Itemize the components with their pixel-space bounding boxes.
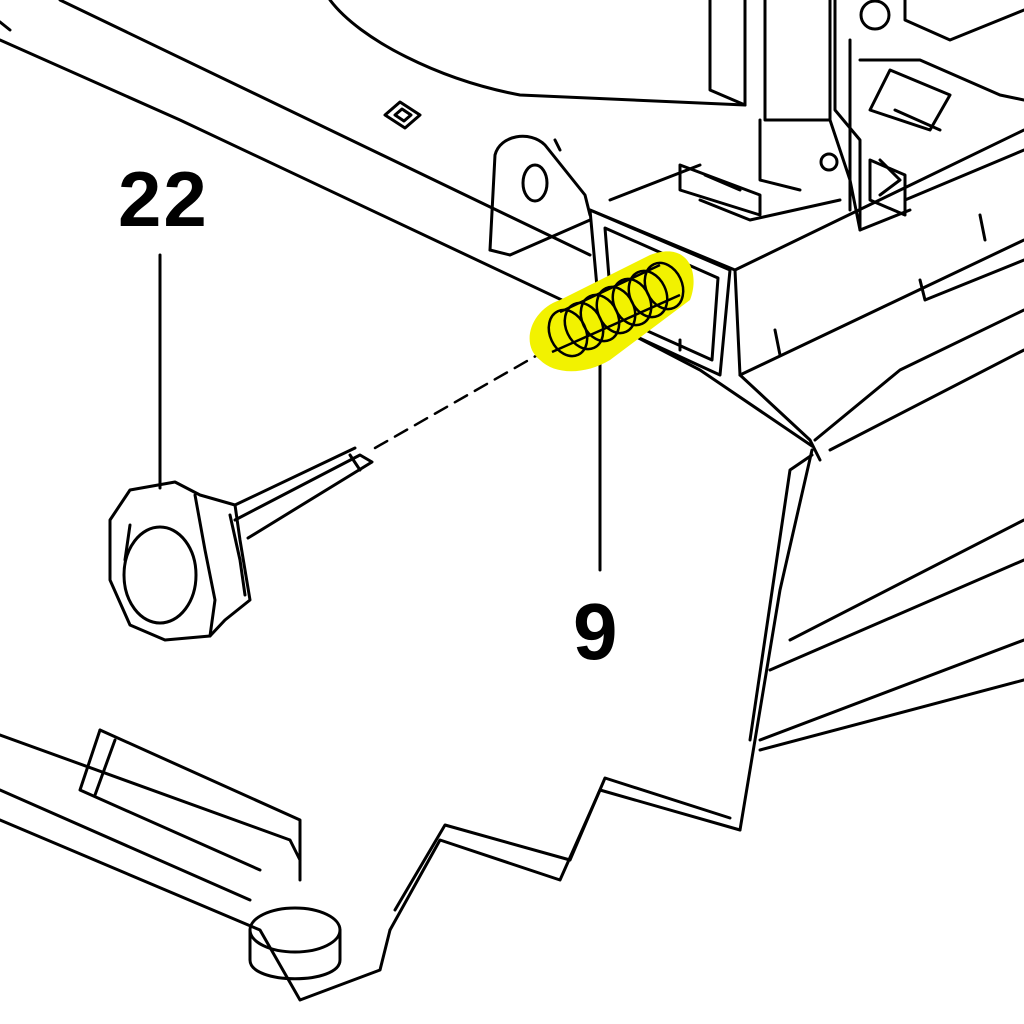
spring-highlight <box>529 251 694 372</box>
coil-spring <box>542 257 691 363</box>
leader-lines <box>160 255 600 570</box>
square-notch <box>385 102 420 128</box>
housing-body <box>0 0 1024 1000</box>
callout-number-9: 9 <box>573 587 620 676</box>
assembly-path-line <box>375 345 555 448</box>
callout-number-22: 22 <box>118 155 209 243</box>
knob-bolt <box>110 448 372 640</box>
mounting-bracket <box>490 136 590 255</box>
bumper-foot <box>250 908 340 979</box>
